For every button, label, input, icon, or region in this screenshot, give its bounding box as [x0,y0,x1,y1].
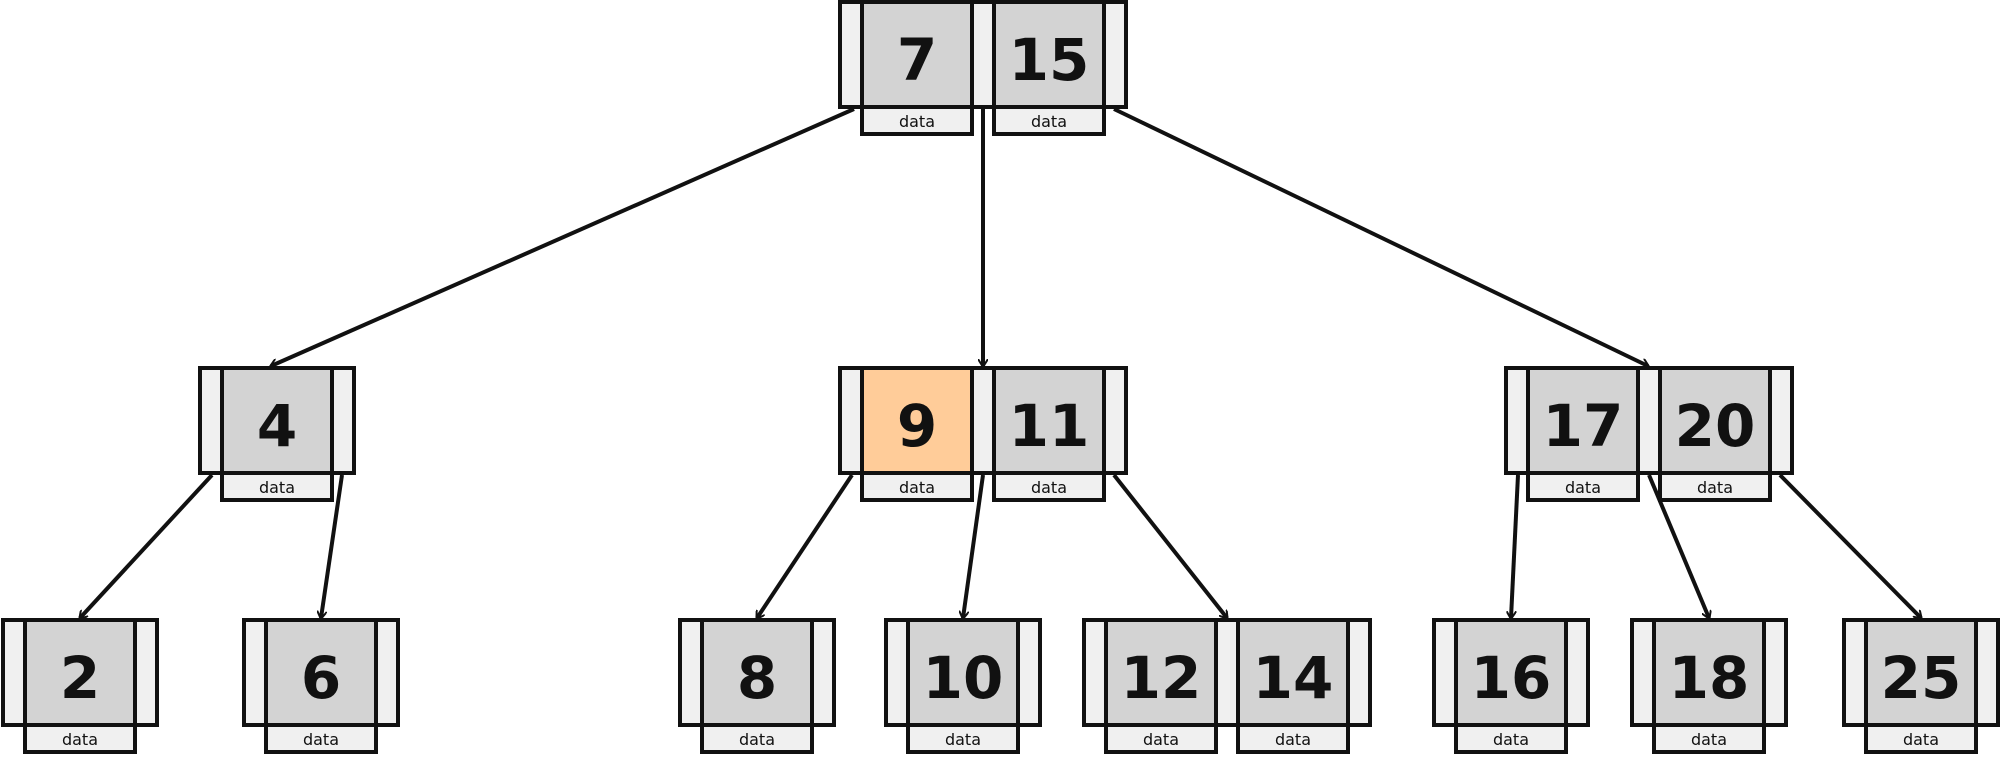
key-label: 20 [1675,392,1756,460]
key-label: 7 [897,26,937,94]
key-label: 2 [60,644,100,712]
data-label: data [1565,478,1601,497]
data-label: data [1143,730,1179,749]
data-label: data [259,478,295,497]
data-box [860,471,974,502]
data-label: data [899,478,935,497]
data-label: data [1691,730,1727,749]
edge-level1-to-leaf-5 [1511,474,1520,618]
edge-root-to-level1-2 [1113,107,1648,366]
data-box [1864,723,1978,754]
data-box [992,105,1106,136]
tree-node-leaf-5: 16 data [1432,618,1590,754]
key-cell [992,366,1106,475]
data-box [700,723,814,754]
key-label: 14 [1253,644,1334,712]
tree-node-leaf-2: 8 data [678,618,836,754]
data-label: data [1493,730,1529,749]
key-label: 10 [923,644,1004,712]
data-box [860,105,974,136]
highlighted-key-cell [860,366,974,475]
data-box [1526,471,1640,502]
key-cell [23,618,137,727]
data-box [992,471,1106,502]
key-cell [264,618,378,727]
edge-root-to-level1-0 [271,107,855,366]
data-label: data [945,730,981,749]
tree-node-root: 7 data 15 data [838,0,1128,136]
key-cell [700,618,814,727]
key-label: 16 [1471,644,1552,712]
key-label: 8 [737,644,777,712]
key-cell [220,366,334,475]
data-box [1236,723,1350,754]
data-label: data [303,730,339,749]
edge-level1-to-leaf-2 [755,473,854,618]
edge-level1-to-leaf-7 [1778,473,1921,618]
data-label: data [1275,730,1311,749]
tree-node-level1-1: 9 data 11 data [838,366,1128,502]
edge-level1-to-leaf-4 [1112,473,1227,618]
tree-node-leaf-4: 12 data 14 data [1082,618,1372,754]
key-label: 6 [301,644,341,712]
data-box [1104,723,1218,754]
tree-node-level1-0: 4 data [198,366,356,502]
data-box [906,723,1020,754]
data-label: data [62,730,98,749]
data-box [1658,471,1772,502]
data-box [220,471,334,502]
tree-node-leaf-1: 6 data [242,618,400,754]
key-cell [1864,618,1978,727]
tree-node-leaf-6: 18 data [1630,618,1788,754]
key-label: 25 [1881,644,1962,712]
tree-node-leaf-0: 2 data [1,618,159,754]
key-cell [1104,618,1218,727]
data-label: data [899,112,935,131]
edge-level1-to-leaf-1 [321,474,344,618]
data-label: data [1903,730,1939,749]
key-cell [992,0,1106,109]
data-label: data [739,730,775,749]
tree-node-level1-2: 17 data 20 data [1504,366,1794,502]
tree-node-leaf-3: 10 data [884,618,1042,754]
key-cell [906,618,1020,727]
key-label: 4 [257,392,297,460]
key-cell [1236,618,1350,727]
data-label: data [1697,478,1733,497]
edge-level1-to-leaf-3 [963,474,985,618]
data-label: data [1031,478,1067,497]
key-label: 9 [897,392,937,460]
edge-level1-to-leaf-0 [80,473,214,618]
tree-node-leaf-7: 25 data [1842,618,2000,754]
key-label: 11 [1009,392,1090,460]
data-box [23,723,137,754]
key-label: 18 [1669,644,1750,712]
key-cell [1454,618,1568,727]
tree-edges [80,107,1921,618]
data-label: data [1031,112,1067,131]
data-box [1454,723,1568,754]
data-box [1652,723,1766,754]
key-label: 17 [1543,392,1624,460]
key-label: 12 [1121,644,1202,712]
data-box [264,723,378,754]
key-label: 15 [1009,26,1090,94]
